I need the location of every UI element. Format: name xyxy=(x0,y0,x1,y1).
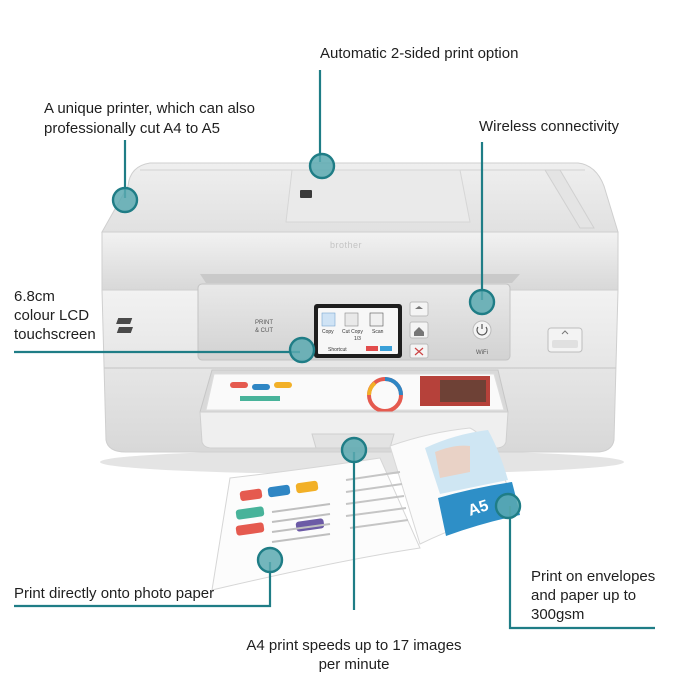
callout-lines xyxy=(14,70,655,630)
lcd-touchscreen[interactable]: Copy Cut Copy Scan 1/3 Shortcut xyxy=(314,304,402,358)
callout-envelopes-line-3: 300gsm xyxy=(531,606,585,623)
callout-speed: A4 print speeds up to 17 images per minu… xyxy=(240,636,468,674)
svg-text:PRINT: PRINT xyxy=(255,320,273,326)
svg-text:Copy: Copy xyxy=(322,329,334,335)
power-button[interactable] xyxy=(472,320,492,340)
callout-two-sided: Automatic 2-sided print option xyxy=(320,44,518,63)
callout-wireless-text: Wireless connectivity xyxy=(479,118,620,135)
callout-envelopes: Print on envelopes and paper up to 300gs… xyxy=(531,567,655,624)
callout-lcd-line-1: 6.8cm xyxy=(14,288,55,305)
print-cut-logo: PRINT & CUT xyxy=(116,318,273,334)
svg-text:1/3: 1/3 xyxy=(354,336,361,342)
callout-unique-printer-line-1: A unique printer, which can also xyxy=(44,100,255,117)
callout-unique-printer-line-2: professionally cut A4 to A5 xyxy=(44,120,220,137)
callout-lcd-line-2: colour LCD xyxy=(14,307,90,324)
callout-dot-lcd xyxy=(288,336,316,364)
callout-dot-photo-paper xyxy=(256,546,284,574)
callout-two-sided-text: Automatic 2-sided print option xyxy=(320,45,519,62)
callout-dot-speed xyxy=(340,436,368,464)
svg-text:& CUT: & CUT xyxy=(255,328,273,334)
a5-label: A5 xyxy=(466,497,491,520)
callout-dot-cutter xyxy=(111,186,139,214)
control-panel: PRINT & CUT Copy Cut Copy Scan 1/3 Short… xyxy=(116,283,511,361)
photo-paper-print xyxy=(211,457,421,591)
callout-photo-paper: Print directly onto photo paper xyxy=(14,584,214,603)
a5-print: A5 xyxy=(389,427,520,545)
svg-text:Scan: Scan xyxy=(372,329,384,335)
callout-envelopes-line-1: Print on envelopes xyxy=(531,568,656,585)
callout-wireless: Wireless connectivity xyxy=(479,117,619,136)
svg-text:Shortcut: Shortcut xyxy=(328,347,347,353)
callout-dot-wireless xyxy=(468,288,496,316)
wifi-label: WiFi xyxy=(476,350,488,356)
callout-speed-line-2: per minute xyxy=(318,656,390,673)
brand-logo: brother xyxy=(330,240,362,250)
callout-lcd-line-3: touchscreen xyxy=(14,326,96,343)
callout-speed-line-1: A4 print speeds up to 17 images xyxy=(246,637,462,654)
callout-dot-two-sided xyxy=(308,152,336,180)
callout-photo-paper-text: Print directly onto photo paper xyxy=(14,585,215,602)
output-tray xyxy=(199,369,509,449)
callout-dot-envelopes xyxy=(494,492,522,520)
svg-text:Cut Copy: Cut Copy xyxy=(342,329,363,335)
callout-unique-printer: A unique printer, which can also profess… xyxy=(44,99,255,139)
callout-envelopes-line-2: and paper up to xyxy=(531,587,637,604)
callout-lcd: 6.8cm colour LCD touchscreen xyxy=(14,287,96,344)
printed-page-graphics xyxy=(230,376,490,413)
